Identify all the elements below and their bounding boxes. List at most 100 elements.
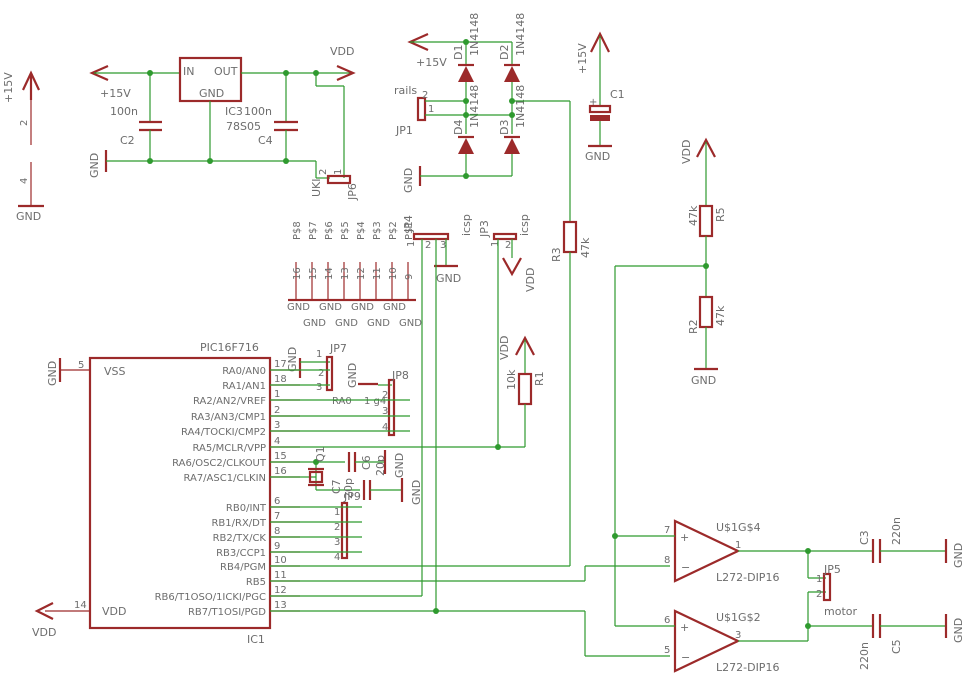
svg-text:1: 1 [333, 169, 344, 175]
pic-pin-name: RA0/AN0 [222, 366, 266, 377]
svg-text:2: 2 [318, 368, 324, 379]
svg-text:2: 2 [19, 120, 30, 126]
pic-pin-name: RA2/AN2/VREF [193, 396, 266, 407]
svg-text:7: 7 [664, 525, 670, 536]
svg-text:GND: GND [436, 272, 461, 285]
pad-gnd-label: GND [367, 318, 390, 329]
plus15v-arrow-icon [22, 70, 40, 91]
pad-number: 14 [324, 267, 335, 280]
svg-text:4: 4 [382, 422, 388, 433]
pic-peripherals: GND JP7 1 2 3 GND JP8 RA0 1 g4 2 3 4 Q1 [270, 342, 670, 657]
pic-pin-number: 13 [274, 600, 287, 611]
pad-label: P$4 [356, 221, 367, 240]
pic-pin-number: 6 [274, 496, 280, 507]
regulator-ref: IC3 [225, 105, 243, 118]
svg-text:1: 1 [428, 104, 434, 115]
svg-text:5: 5 [664, 645, 670, 656]
svg-text:JP4: JP4 [402, 215, 415, 233]
svg-text:JP9: JP9 [343, 490, 361, 503]
pad-gnd-label: GND [399, 318, 422, 329]
svg-text:47k: 47k [714, 305, 727, 326]
jumper-jp4 [412, 232, 450, 241]
svg-text:+15V: +15V [416, 56, 447, 69]
capacitor-c1 [588, 104, 612, 114]
pic-ref-label: IC1 [247, 633, 265, 646]
svg-text:1N4148: 1N4148 [468, 85, 481, 128]
pad-number: 10 [388, 267, 399, 280]
svg-text:2: 2 [318, 169, 329, 175]
svg-text:VSS: VSS [104, 365, 126, 378]
svg-text:icsp: icsp [518, 214, 531, 236]
pic-pin-number: 11 [274, 570, 287, 581]
diode-d3 [504, 138, 520, 154]
pad-label: P$2 [388, 221, 399, 240]
svg-text:1 g4: 1 g4 [364, 396, 386, 407]
opamp-u2: + − 6 5 3 U$1G$2 L272-DIP16 [615, 609, 872, 674]
resistor-r3-section: R3 47k [550, 220, 592, 566]
svg-text:C1: C1 [610, 88, 625, 101]
svg-text:+: + [680, 621, 689, 634]
pic-pin-number: 12 [274, 585, 287, 596]
svg-text:GND: GND [410, 480, 423, 505]
svg-text:JP3: JP3 [478, 220, 491, 238]
svg-text:rails: rails [394, 84, 417, 97]
svg-text:UKI: UKI [310, 178, 323, 197]
svg-text:47k: 47k [579, 237, 592, 258]
svg-text:GND: GND [46, 361, 59, 386]
pic-pin-number: 1 [274, 389, 280, 400]
plus15v-arrow-icon [590, 31, 610, 53]
svg-text:+: + [680, 531, 689, 544]
svg-text:2: 2 [422, 90, 428, 101]
vdd-arrow-icon [515, 335, 535, 356]
pad-number: 12 [356, 267, 367, 280]
pad-strip: P$816GNDP$715GNDP$614GNDP$513GNDP$412GND… [287, 221, 422, 329]
svg-text:1N4148: 1N4148 [514, 85, 527, 128]
svg-text:RA0: RA0 [332, 396, 352, 407]
svg-text:GND: GND [585, 150, 610, 163]
pic-pin-number: 17 [274, 359, 287, 370]
svg-text:JP6: JP6 [346, 183, 359, 201]
pic-pin-name: RB3/CCP1 [216, 548, 266, 559]
svg-text:OUT: OUT [214, 65, 238, 78]
gnd-label: GND [16, 210, 41, 223]
resistor-r2 [698, 295, 714, 329]
pic-pin-name: RB6/T1OSO/1ICKI/PGC [155, 592, 266, 603]
svg-text:+15V: +15V [100, 87, 131, 100]
svg-text:1: 1 [316, 349, 322, 360]
svg-text:U$1G$4: U$1G$4 [716, 521, 761, 534]
svg-text:Q1: Q1 [314, 446, 327, 462]
pad-number: 15 [308, 267, 319, 280]
pic-pin-number: 10 [274, 555, 287, 566]
svg-text:GND: GND [952, 618, 965, 643]
svg-text:C7: C7 [330, 479, 343, 494]
plus15v-label: +15V [2, 72, 15, 103]
motor-section: JP5 1 2 motor [807, 551, 857, 626]
pic-pin-name: RA1/AN1 [222, 381, 266, 392]
svg-text:8: 8 [664, 555, 670, 566]
svg-text:C4: C4 [258, 134, 273, 147]
divider-section: VDD 47k R5 R2 47k GND [612, 137, 727, 626]
plus15v-arrow-icon [89, 64, 109, 82]
output-caps: C3 220n GND 220n C5 GND [858, 517, 965, 670]
diode-d2 [504, 66, 520, 82]
svg-text:R3: R3 [550, 247, 563, 262]
svg-text:220n: 220n [858, 642, 871, 670]
svg-text:JP1: JP1 [395, 124, 413, 137]
crystal-q1 [308, 470, 324, 484]
svg-text:D1: D1 [452, 45, 465, 60]
vdd-arrow-icon [336, 64, 356, 82]
svg-text:10k: 10k [505, 369, 518, 390]
pad-label: P$6 [324, 221, 335, 240]
svg-text:JP8: JP8 [391, 369, 409, 382]
pad-gnd-label: GND [303, 318, 326, 329]
svg-text:1: 1 [490, 241, 501, 247]
pic-pin-name: RA5/MCLR/VPP [192, 443, 266, 454]
jumper-jp1 [416, 96, 427, 122]
pad-gnd-label: GND [287, 302, 310, 313]
jumper-jp3 [492, 232, 518, 241]
pic-pin-name: RB0/INT [226, 503, 267, 514]
pad-label: P$5 [340, 221, 351, 240]
svg-text:C3: C3 [858, 530, 871, 545]
pic-pin-name: RB7/T1OSI/PGD [188, 607, 266, 618]
pic-microcontroller: PIC16F716 IC1 VSS VDD 5 GND 14 VDD RA0/A… [32, 341, 300, 646]
